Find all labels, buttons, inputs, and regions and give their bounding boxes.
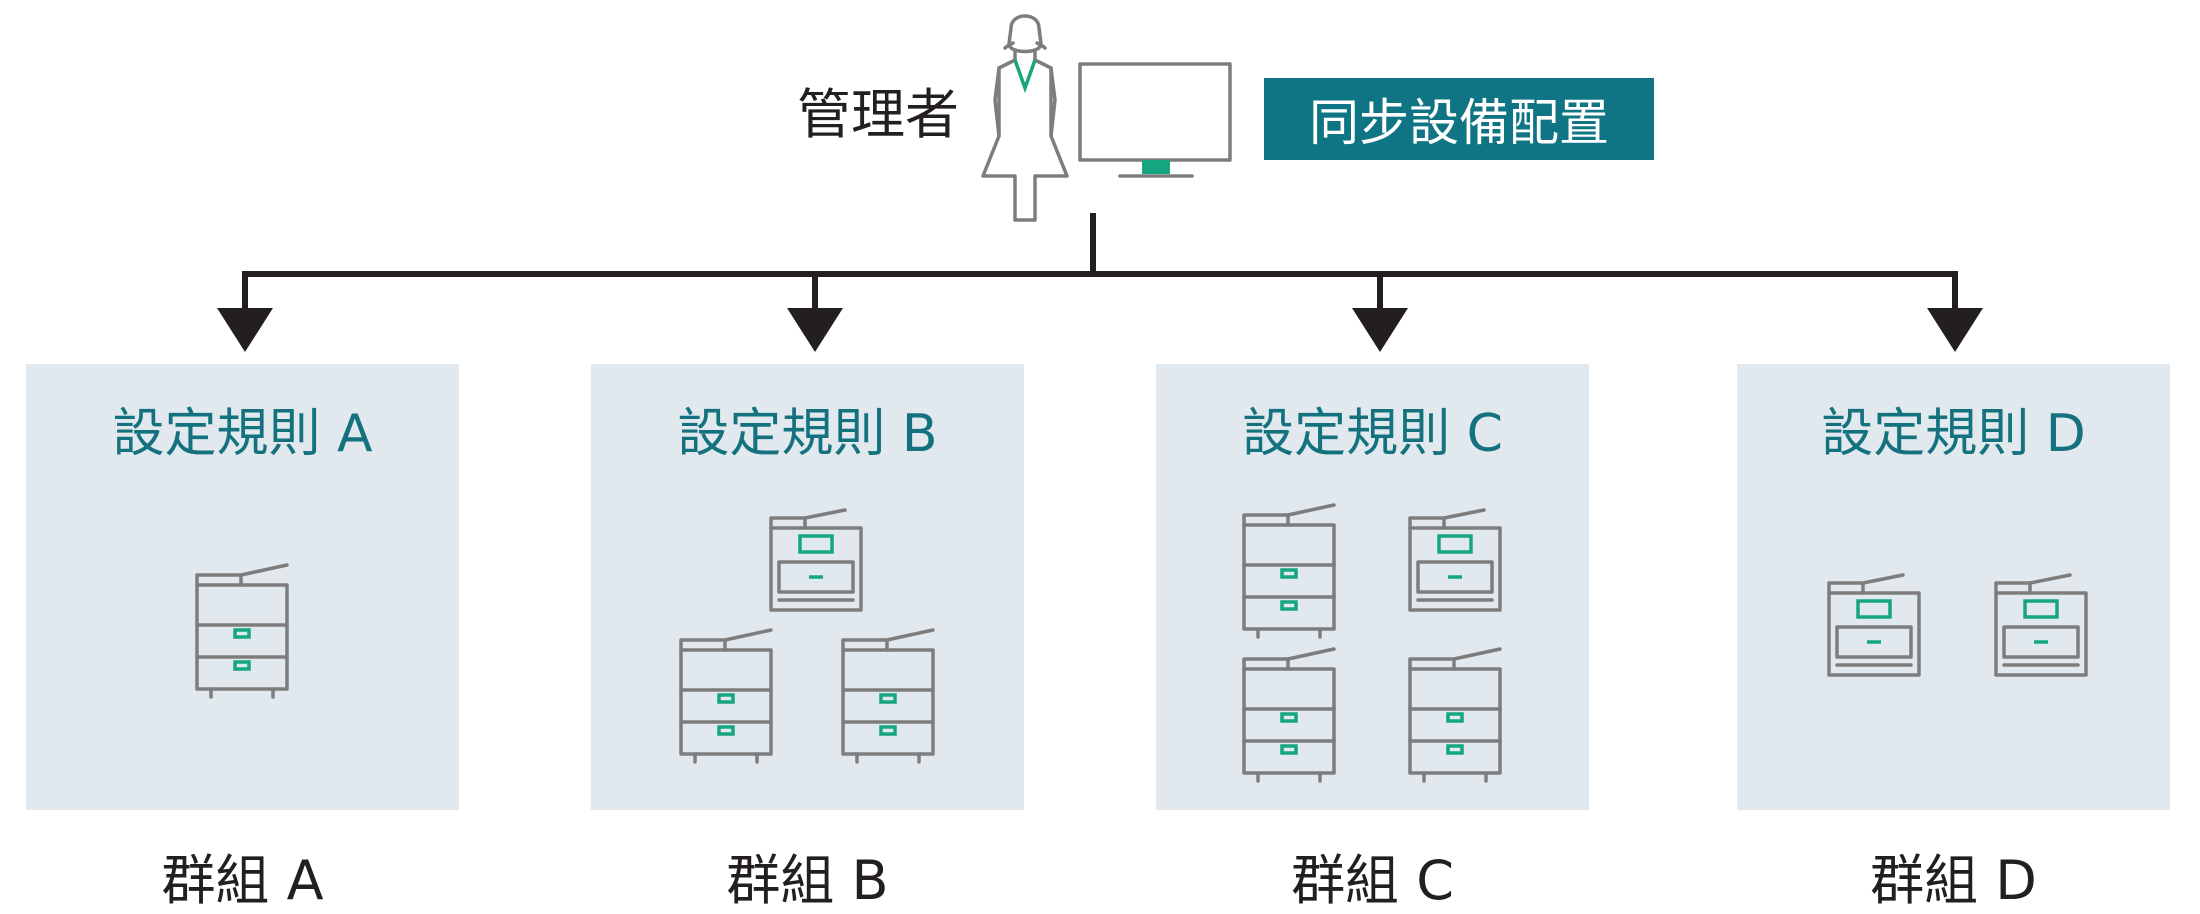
group-label-b: 群組 B <box>726 849 889 912</box>
arrow-down-icon <box>787 308 843 352</box>
rule-title: 設定規則 A <box>112 404 373 464</box>
compact-printer-icon <box>1994 573 2088 677</box>
rule-panel-a: 設定規則 A <box>26 364 459 810</box>
monitor-icon <box>1078 62 1232 178</box>
rule-panel-c: 設定規則 C <box>1156 364 1589 810</box>
rule-panel-d: 設定規則 D <box>1737 364 2170 810</box>
rule-title: 設定規則 B <box>677 404 938 464</box>
compact-printer-icon <box>1827 573 1921 677</box>
multifunction-printer-icon <box>679 628 773 764</box>
multifunction-printer-icon <box>1242 647 1336 783</box>
multifunction-printer-icon <box>841 628 935 764</box>
sync-device-config-button[interactable]: 同步設備配置 <box>1264 78 1654 160</box>
compact-printer-icon <box>1408 508 1502 612</box>
compact-printer-icon <box>769 508 863 612</box>
rule-title: 設定規則 D <box>1821 404 2086 464</box>
group-label-a: 群組 A <box>161 849 324 912</box>
person-icon <box>981 14 1069 222</box>
arrow-down-icon <box>1927 308 1983 352</box>
multifunction-printer-icon <box>195 563 289 699</box>
group-label-c: 群組 C <box>1291 849 1454 912</box>
arrow-down-icon <box>217 308 273 352</box>
group-label-d: 群組 D <box>1870 849 2037 912</box>
admin-label: 管理者 <box>797 83 959 146</box>
arrow-down-icon <box>1352 308 1408 352</box>
rule-panel-b: 設定規則 B <box>591 364 1024 810</box>
multifunction-printer-icon <box>1242 503 1336 639</box>
multifunction-printer-icon <box>1408 647 1502 783</box>
rule-title: 設定規則 C <box>1242 404 1503 464</box>
